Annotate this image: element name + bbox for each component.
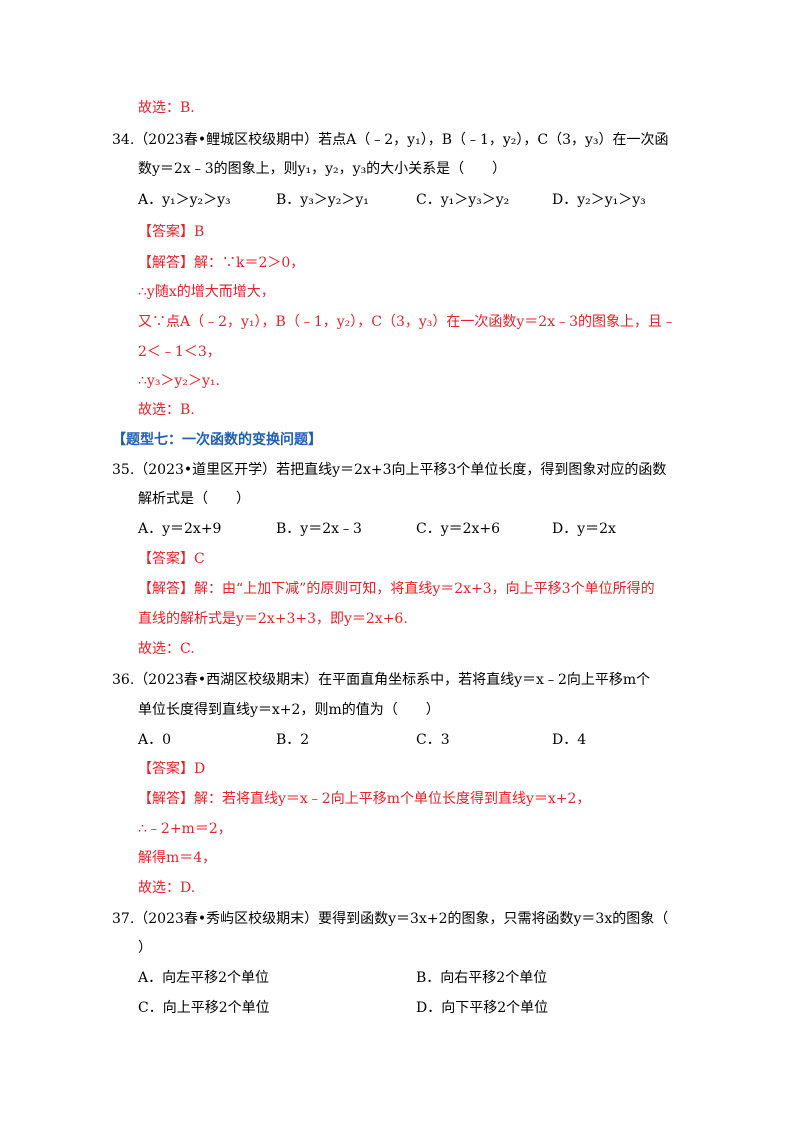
section-heading: 【题型七：一次函数的变换问题】 [112, 432, 322, 448]
q34-conclusion: 故选：B. [138, 402, 195, 418]
q34-option-d: D．y₂＞y₁＞y₃ [552, 192, 646, 208]
q36-stem-line2: 单位长度得到直线y＝x+2，则m的值为（ ） [138, 702, 440, 718]
q34-stem-line1: 34.（2023春•鲤城区校级期中）若点A（﹣2，y₁），B（﹣1，y₂），C（… [112, 132, 669, 148]
q35-option-a: A．y＝2x+9 [138, 521, 222, 537]
q34-solution-line2: ∴y随x的增大而增大， [138, 284, 275, 300]
q35-option-c: C．y＝2x+6 [416, 521, 501, 537]
q35-option-b: B．y＝2x﹣3 [276, 521, 362, 537]
q37-stem-line1: 37.（2023春•秀屿区校级期末）要得到函数y＝3x+2的图象，只需将函数y＝… [112, 911, 669, 927]
q37-option-c: C．向上平移2个单位 [138, 1000, 270, 1016]
q36-solution-line2: ∴﹣2+m＝2， [138, 821, 232, 837]
q35-stem-line2: 解析式是（ ） [138, 491, 250, 507]
q35-stem-line1: 35.（2023•道里区开学）若把直线y＝2x+3向上平移3个单位长度，得到图象… [112, 462, 667, 478]
q36-solution-line3: 解得m＝4， [138, 850, 217, 866]
q37-option-d: D．向下平移2个单位 [416, 1000, 549, 1016]
q35-solution-line1: 【解答】解：由“上加下减”的原则可知，将直线y＝2x+3，向上平移3个单位所得的 [138, 581, 655, 597]
q34-solution-line5: ∴y₃＞y₂＞y₁. [138, 373, 220, 389]
q34-solution-line1: 【解答】解：∵k＝2＞0， [138, 255, 305, 271]
q36-option-a: A．0 [138, 732, 172, 748]
q36-solution-line1: 【解答】解：若将直线y＝x﹣2向上平移m个单位长度得到直线y＝x+2， [138, 791, 591, 807]
q33-conclusion: 故选：B. [138, 100, 195, 116]
q36-option-b: B．2 [276, 732, 310, 748]
q36-answer: 【答案】D [138, 761, 206, 777]
q36-stem-line1: 36.（2023春•西湖区校级期末）在平面直角坐标系中，若将直线y＝x﹣2向上平… [112, 672, 651, 688]
q35-solution-line2: 直线的解析式是y＝2x+3+3，即y＝2x+6. [138, 611, 408, 627]
q34-option-a: A．y₁＞y₂＞y₃ [138, 192, 231, 208]
q35-conclusion: 故选：C. [138, 641, 195, 657]
q37-stem-line2: ） [138, 940, 152, 956]
q36-option-d: D．4 [552, 732, 587, 748]
q37-option-b: B．向右平移2个单位 [416, 970, 548, 986]
q34-option-b: B．y₃＞y₂＞y₁ [276, 192, 369, 208]
q34-answer: 【答案】B [138, 224, 205, 240]
q34-solution-line4: 2＜﹣1＜3， [138, 344, 221, 360]
q34-stem-line2: 数y＝2x﹣3的图象上，则y₁，y₂，y₃的大小关系是（ ） [138, 161, 507, 177]
q35-option-d: D．y＝2x [552, 521, 616, 537]
q36-conclusion: 故选：D. [138, 880, 196, 896]
q36-option-c: C．3 [416, 732, 450, 748]
q35-answer: 【答案】C [138, 551, 205, 567]
q34-option-c: C．y₁＞y₃＞y₂ [416, 192, 510, 208]
q34-solution-line3: 又∵点A（﹣2，y₁），B（﹣1，y₂），C（3，y₃）在一次函数y＝2x﹣3的… [138, 314, 677, 330]
q37-option-a: A．向左平移2个单位 [138, 970, 270, 986]
